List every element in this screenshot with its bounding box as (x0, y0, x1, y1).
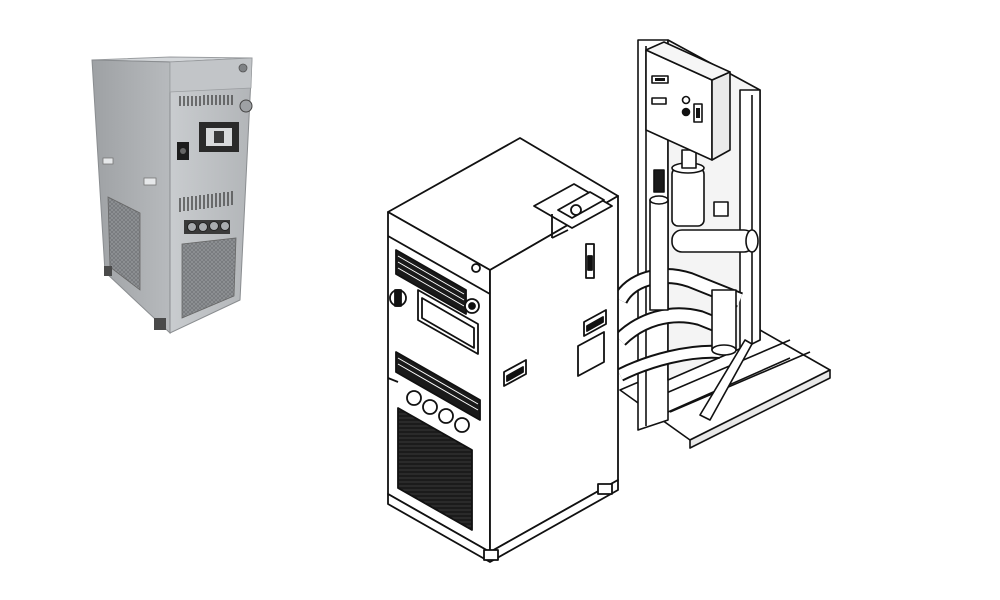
photo-side-grille (107, 196, 141, 291)
drawing-unit (387, 137, 619, 563)
drawing-port-fittings (406, 390, 470, 433)
drawing-upper-vent (395, 249, 467, 315)
photo-side-handle (143, 177, 157, 186)
fill-cap-icon (238, 63, 248, 73)
photo-unit-side-panel (91, 59, 171, 335)
photo-lower-vent (179, 191, 233, 212)
photo-port-fittings (184, 220, 230, 234)
drawing-lower-vent (395, 351, 481, 421)
photo-upper-vent (179, 95, 233, 106)
photo-unit (91, 56, 253, 335)
photo-gauge-knob (239, 99, 253, 113)
rack-filter (671, 167, 705, 227)
rack-unit (612, 39, 831, 449)
photo-front-grille (181, 237, 237, 319)
rack-pipes (612, 195, 759, 382)
rack-indicator-icon (681, 95, 691, 105)
drawing-lower-grille (397, 407, 473, 531)
drawing-nameplate (577, 331, 605, 377)
